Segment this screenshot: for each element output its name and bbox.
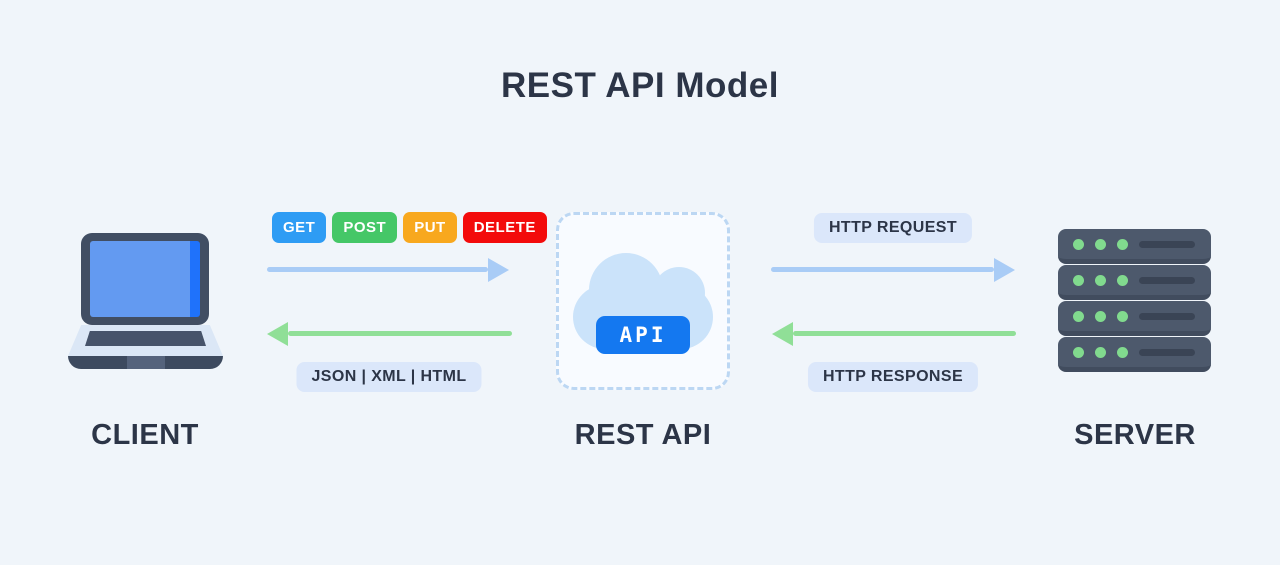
rest-api-box: API (556, 212, 730, 390)
server-unit (1058, 337, 1211, 372)
server-led-icon (1117, 310, 1128, 322)
server-slot (1139, 276, 1195, 284)
server-led-icon (1095, 346, 1106, 358)
laptop-keyboard (85, 331, 206, 346)
server-led-icon (1095, 310, 1106, 322)
server-slot (1139, 240, 1195, 248)
server-led-icon (1095, 238, 1106, 250)
server-led-icon (1073, 346, 1084, 358)
client-response-arrowhead-icon (267, 322, 288, 346)
method-badge-post: POST (332, 212, 398, 243)
laptop-screen-frame (81, 233, 209, 325)
method-badge-get: GET (272, 212, 327, 243)
server-slot (1139, 348, 1195, 356)
server-led-icon (1073, 238, 1084, 250)
server-response-arrowhead-icon (772, 322, 793, 346)
client-label: CLIENT (91, 419, 199, 451)
server-led-icon (1117, 346, 1128, 358)
server-label: SERVER (1074, 419, 1196, 451)
client-request-arrow (267, 267, 488, 272)
server-led-icon (1073, 274, 1084, 286)
server-icon (1058, 229, 1211, 373)
http-request-pill: HTTP REQUEST (813, 213, 973, 243)
client-request-arrowhead-icon (488, 258, 509, 282)
server-unit (1058, 229, 1211, 264)
server-led-icon (1117, 274, 1128, 286)
http-response-pill: HTTP RESPONSE (807, 362, 979, 392)
server-unit (1058, 265, 1211, 300)
server-request-arrowhead-icon (994, 258, 1015, 282)
laptop-screen (90, 241, 190, 317)
server-led-icon (1117, 238, 1128, 250)
laptop-icon (68, 233, 223, 373)
rest-api-label: REST API (574, 419, 712, 451)
http-methods-row: GET POST PUT DELETE (272, 212, 547, 243)
laptop-screen-highlight (190, 241, 200, 317)
laptop-trackpad (127, 356, 165, 369)
response-formats-pill: JSON | XML | HTML (296, 362, 482, 392)
api-badge: API (596, 316, 690, 354)
method-badge-delete: DELETE (462, 212, 547, 243)
server-response-arrow (793, 331, 1016, 336)
client-response-arrow (288, 331, 512, 336)
server-led-icon (1095, 274, 1106, 286)
server-slot (1139, 312, 1195, 320)
server-unit (1058, 301, 1211, 336)
method-badge-put: PUT (403, 212, 457, 243)
diagram-title: REST API Model (501, 66, 779, 105)
server-led-icon (1073, 310, 1084, 322)
server-request-arrow (771, 267, 994, 272)
